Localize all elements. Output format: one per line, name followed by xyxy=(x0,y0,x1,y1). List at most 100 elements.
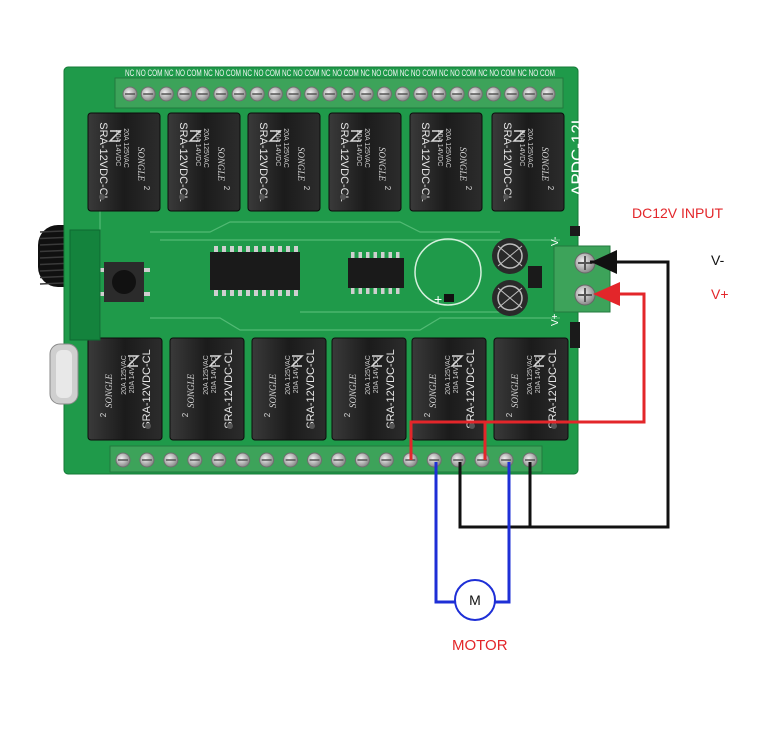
learn-push-button xyxy=(98,262,150,302)
bottom-terminal-label: NC xyxy=(164,476,177,486)
top-terminal-screw xyxy=(158,86,174,102)
top-terminal-screw xyxy=(449,86,465,102)
relay-pin-text: 2 xyxy=(383,186,392,191)
relay-pin-text: 2 xyxy=(423,412,432,417)
relay-rating-text: 20A 125VAC xyxy=(445,355,452,395)
input-terminal-label-vminus: V- xyxy=(550,237,561,246)
ic-chip-2 xyxy=(348,252,404,294)
top-terminal-screw xyxy=(485,86,501,102)
relay-rating-text: 20A 125VAC xyxy=(444,128,451,168)
bottom-terminal-label: COM xyxy=(352,476,373,486)
bottom-terminal-screw xyxy=(163,452,179,468)
relay-rating-text: 20A 14VDC xyxy=(535,357,542,394)
wire-motor xyxy=(434,462,511,604)
relay-brand-text: SONGLE xyxy=(428,374,438,409)
relay-brand-text: SONGLE xyxy=(348,374,358,409)
bottom-terminal-label: NC xyxy=(452,476,465,486)
input-terminal-label-vplus: V+ xyxy=(550,313,561,326)
top-terminal-screw xyxy=(522,86,538,102)
relay-pin-text: 2 xyxy=(302,186,311,191)
top-terminal-screw xyxy=(140,86,156,102)
bottom-terminal-label: COM xyxy=(496,476,517,486)
relay-rating-text: 20A 14VDC xyxy=(373,357,380,394)
bottom-terminal-label: NC xyxy=(236,476,249,486)
relay-brand-text: SONGLE xyxy=(540,147,550,182)
bottom-terminal-screw xyxy=(187,452,203,468)
relay-model-text: SRA-12VDC-CL xyxy=(97,122,109,201)
top-terminal-screw xyxy=(213,86,229,102)
relay-rating-text: 20A 14VDC xyxy=(293,357,300,394)
top-terminal-screw xyxy=(395,86,411,102)
bottom-terminal-screw xyxy=(283,452,299,468)
bottom-terminal-label: COM xyxy=(208,476,229,486)
top-terminal-screw xyxy=(358,86,374,102)
wire-positive xyxy=(409,292,646,460)
relay-rating-text: 20A 14VDC xyxy=(355,130,362,167)
arrow-positive xyxy=(593,282,620,306)
relay-pin-text: 2 xyxy=(343,412,352,417)
top-terminal-screw xyxy=(504,86,520,102)
relay-brand-text: SONGLE xyxy=(510,374,520,409)
relay-rating-text: 20A 14VDC xyxy=(129,357,136,394)
relay-rating-text: 20A 125VAC xyxy=(363,128,370,168)
top-terminal-screw xyxy=(195,86,211,102)
capacitor-bottom xyxy=(492,280,528,316)
top-terminal-screw xyxy=(540,86,556,102)
relay-pin-text: 2 xyxy=(181,412,190,417)
capacitor-plus-sign: + xyxy=(434,291,442,307)
motor-symbol-circle xyxy=(454,579,496,621)
v-minus-label: V- xyxy=(711,252,725,268)
bottom-terminal-screw xyxy=(498,452,514,468)
bottom-terminal-label: NC xyxy=(380,476,393,486)
relay-brand-text: SONGLE xyxy=(377,147,387,182)
bottom-terminal-label: NO xyxy=(332,476,346,486)
bottom-terminal-screw xyxy=(426,452,442,468)
small-smd xyxy=(570,226,580,236)
relay-pin-text: 2 xyxy=(142,186,151,191)
relay-rating-text: 20A 125VAC xyxy=(202,128,209,168)
relay-model-text: SRA-12VDC-CL xyxy=(223,349,235,428)
bottom-terminal-screw xyxy=(307,452,323,468)
small-jumper xyxy=(570,322,580,348)
bottom-terminal-label: COM xyxy=(280,476,301,486)
relay-brand-text: SONGLE xyxy=(136,147,146,182)
arrow-negative xyxy=(591,250,617,274)
top-terminal-screw xyxy=(267,86,283,102)
relay-model-text: SRA-12VDC-CL xyxy=(385,349,397,428)
bottom-terminal-screw xyxy=(378,452,394,468)
relay-model-text: SRA-12VDC-CL xyxy=(305,349,317,428)
bottom-terminal-label: NO xyxy=(188,476,202,486)
relay-rating-text: 20A 14VDC xyxy=(274,130,281,167)
relay-model-text: SRA-12VDC-CL xyxy=(419,122,431,201)
relay-rating-text: 20A 125VAC xyxy=(365,355,372,395)
capacitor-top xyxy=(492,238,528,274)
rf-receiver-module xyxy=(69,229,101,341)
bottom-terminal-screw xyxy=(450,452,466,468)
top-terminal-screw xyxy=(304,86,320,102)
top-terminal-screw xyxy=(322,86,338,102)
relay-model-text: SRA-12VDC-CL xyxy=(501,122,513,201)
board-model-text: APDC-12L xyxy=(568,115,587,196)
bottom-terminal-label: NO xyxy=(404,476,418,486)
relay-model-text: SRA-12VDC-CL xyxy=(141,349,153,428)
relay-rating-text: 20A 125VAC xyxy=(527,355,534,395)
top-terminal-screw xyxy=(231,86,247,102)
relay-brand-text: SONGLE xyxy=(296,147,306,182)
motor-label: MOTOR xyxy=(452,637,508,654)
relay-pin-text: 2 xyxy=(464,186,473,191)
